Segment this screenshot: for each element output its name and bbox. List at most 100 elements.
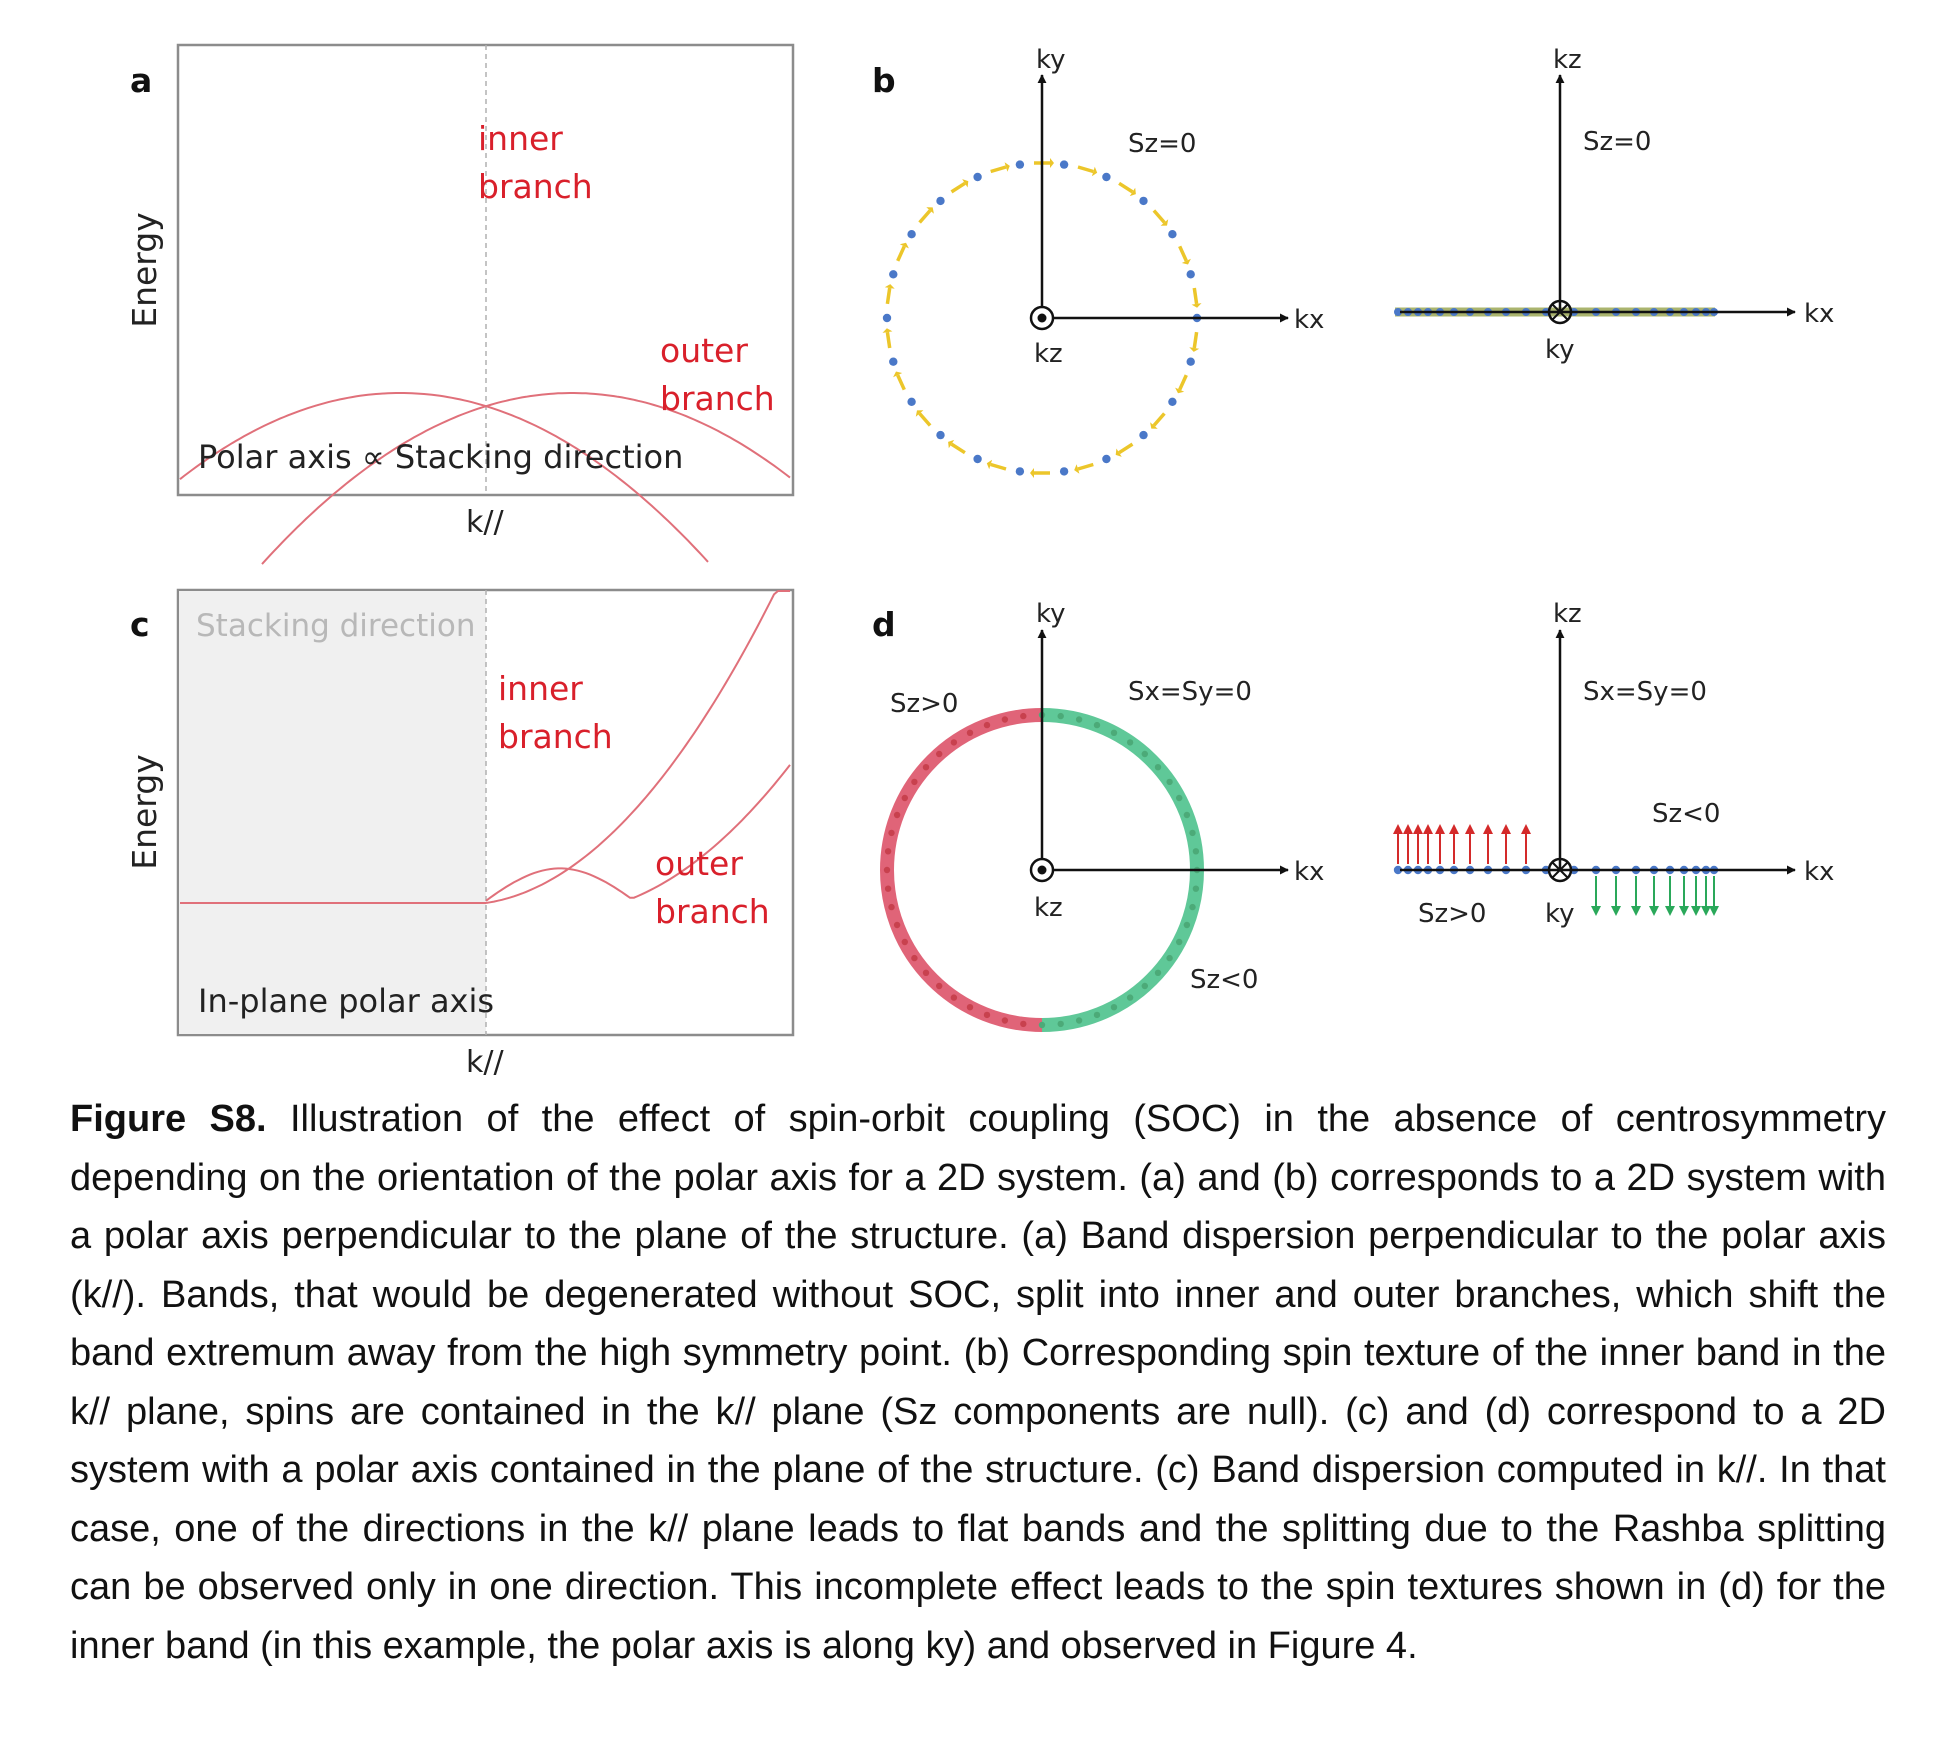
stacking-direction-label: Stacking direction <box>196 608 475 644</box>
kz-label-b: kz <box>1034 339 1063 369</box>
caption-text: Illustration of the effect of spin-orbit… <box>70 1098 1886 1667</box>
spin-ring-site <box>1038 1021 1046 1029</box>
spin-ring-site <box>1176 938 1183 946</box>
panel-letter-c: c <box>130 605 150 644</box>
spin-ring-site <box>893 811 901 819</box>
band-curve-right <box>261 392 791 565</box>
spin-ring-site <box>1020 712 1027 720</box>
spin-line-dot-d <box>1393 865 1403 875</box>
panel-c: c Energy k// Stacking direction inner br… <box>125 588 795 1080</box>
spin-up-arrow-head <box>1465 824 1475 834</box>
panel-c-note: In-plane polar axis <box>198 982 494 1020</box>
spin-arrow <box>1118 442 1134 455</box>
spin-ring-site <box>1075 716 1083 723</box>
spin-arrow-head <box>1189 347 1200 352</box>
spin-ring-site <box>922 764 930 771</box>
spin-site-dot <box>882 313 892 323</box>
kz-dot <box>1037 313 1047 323</box>
spin-ring-site <box>950 739 958 746</box>
spin-arrow-head <box>915 410 924 417</box>
kx-label-d: kx <box>1294 857 1324 887</box>
spin-arrow-head <box>882 328 893 333</box>
figure-s8: a Energy k// inner branch outer branch P… <box>125 43 1834 1080</box>
ky-label-b: ky <box>1036 45 1066 75</box>
spin-site-dot <box>1059 467 1069 476</box>
spin-arrow-head <box>1175 387 1185 394</box>
spin-ring-site <box>1075 1017 1083 1024</box>
spin-site-dot <box>973 454 982 464</box>
ky-cross-2 <box>1551 303 1569 321</box>
ky-into-plane-icon <box>1547 299 1573 325</box>
spin-ring-site <box>966 1004 974 1011</box>
spin-texture-line-d <box>1393 824 1719 916</box>
spin-zero-label-d: Sx=Sy=0 <box>1128 677 1252 707</box>
spin-site-dot <box>936 196 945 206</box>
spin-up-arrow-head <box>1449 824 1459 834</box>
ky-label-d: ky <box>1036 599 1066 629</box>
spin-negative-label-d-right: Sz<0 <box>1652 799 1720 829</box>
spin-ring-dots <box>883 711 1201 1029</box>
spin-ring-site <box>884 885 892 892</box>
kz-label-d-right: kz <box>1553 599 1582 629</box>
kx-label-d-right: kx <box>1804 857 1834 887</box>
spin-arrow-head <box>1091 166 1098 177</box>
spin-ring-site <box>1189 903 1196 911</box>
spin-down-arrow-head <box>1665 906 1675 916</box>
spin-arrow-head <box>1004 162 1010 172</box>
spin-site-dot <box>907 230 916 239</box>
spin-arrow <box>1152 209 1166 224</box>
spin-up-arrow-head <box>1393 824 1403 834</box>
kz-label-b-right: kz <box>1553 45 1582 75</box>
spin-arrow <box>1178 374 1188 391</box>
spin-label-b-right: Sz=0 <box>1583 127 1651 157</box>
panel-a-ylabel: Energy <box>125 212 164 328</box>
spin-arrow <box>1152 412 1166 427</box>
ky-cross-d-2 <box>1551 861 1569 879</box>
outer-band-curve <box>485 764 791 902</box>
spin-ring-site <box>983 721 991 729</box>
spin-site-dot <box>889 357 898 366</box>
spin-ring-site <box>911 954 918 962</box>
spin-up-arrow-head <box>1501 824 1511 834</box>
kx-label-b-right: kx <box>1804 299 1834 329</box>
spin-up-arrow-head <box>1413 824 1423 834</box>
spin-arrow-head <box>948 439 955 449</box>
spin-arrow <box>918 209 932 224</box>
panel-d: d ky kx kz Sz>0 Sx=Sy=0 Sz<0 kz kx ky Sx… <box>872 599 1834 1032</box>
spin-ring-site <box>922 969 930 976</box>
spin-ring-site <box>1192 848 1200 855</box>
spin-site-dot <box>1168 230 1177 239</box>
spin-ring-site <box>1189 829 1196 837</box>
spin-ring-site <box>1154 969 1162 976</box>
spin-arrow-head <box>1050 158 1054 168</box>
outer-branch-label-a2: branch <box>660 379 775 418</box>
spin-arrow-head <box>1150 422 1158 429</box>
spin-down-arrow-head <box>1611 906 1621 916</box>
spin-arrow-head <box>1191 303 1202 308</box>
spin-ring-site <box>911 778 918 786</box>
spin-ring-site <box>883 866 891 874</box>
panel-a-note: Polar axis ∝ Stacking direction <box>198 438 683 476</box>
spin-arrow <box>1118 181 1134 194</box>
spin-ring-site <box>1183 811 1191 819</box>
panel-a: a Energy k// inner branch outer branch P… <box>125 43 795 565</box>
panel-c-shade <box>179 591 486 1034</box>
spin-down-arrow-head <box>1591 906 1601 916</box>
spin-ring-positive <box>880 708 1043 1032</box>
spin-arrow-head <box>893 371 903 378</box>
spin-down-arrow-head <box>1709 906 1719 916</box>
spin-down-arrow-head <box>1679 906 1689 916</box>
spin-site-dot <box>1015 467 1025 476</box>
spin-ring-site <box>1166 954 1173 962</box>
spin-ring-site <box>1126 739 1134 746</box>
ky-into-plane-icon-d <box>1547 857 1573 883</box>
spin-zero-label-d-right: Sx=Sy=0 <box>1583 677 1707 707</box>
spin-site-dot <box>1015 160 1025 169</box>
spin-site-dot <box>1059 160 1069 169</box>
spin-arrow-head <box>884 284 895 289</box>
spin-site-dot <box>936 430 945 440</box>
spin-arrow <box>885 287 892 305</box>
panel-c-xlabel: k// <box>466 1045 504 1080</box>
spin-arrow <box>896 374 906 391</box>
spin-arrow-head <box>1160 219 1169 226</box>
